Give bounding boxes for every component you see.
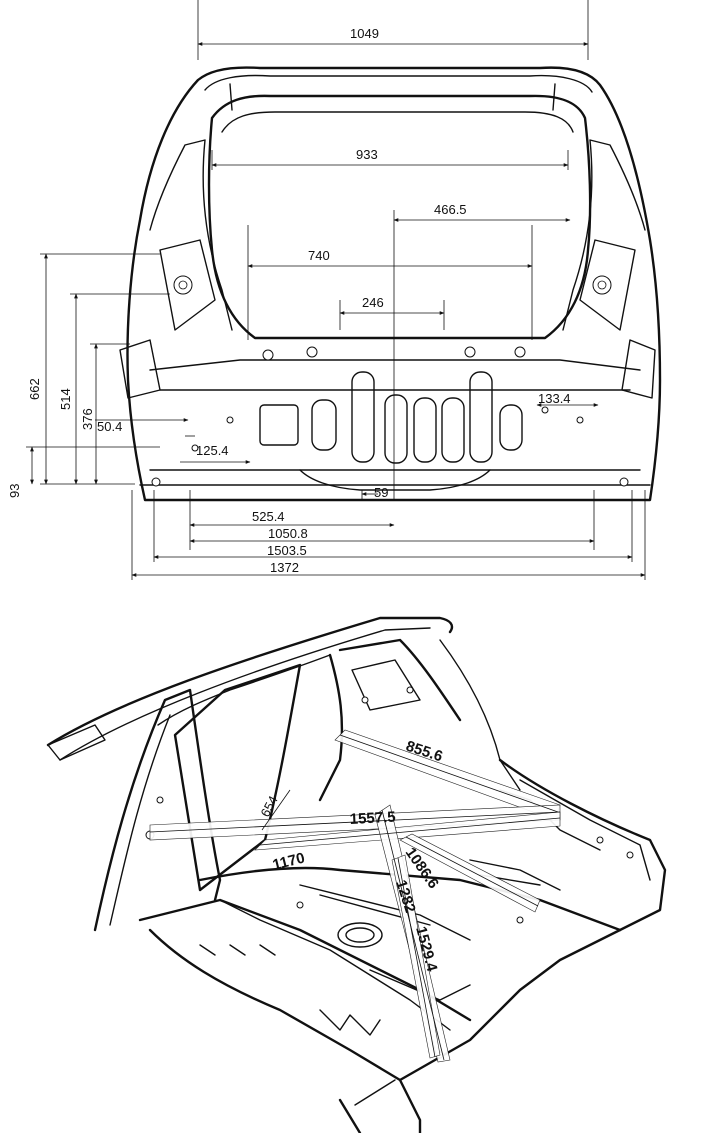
dim-246: 246 bbox=[362, 295, 384, 310]
rear-view-drawing bbox=[26, 0, 662, 580]
dim-1557-5: 1557.5 bbox=[349, 809, 396, 828]
isometric-view-drawing bbox=[46, 616, 667, 1133]
panel-holes bbox=[151, 346, 629, 487]
dim-1170: 1170 bbox=[271, 850, 307, 874]
dim-1503-5: 1503.5 bbox=[267, 543, 307, 558]
dim-50-4: 50.4 bbox=[97, 419, 122, 434]
dim-1050-8: 1050.8 bbox=[268, 526, 308, 541]
dim-466-5: 466.5 bbox=[434, 202, 467, 217]
dim-133-4: 133.4 bbox=[538, 391, 571, 406]
dim-514: 514 bbox=[58, 388, 73, 410]
dim-525-4: 525.4 bbox=[252, 509, 285, 524]
dim-93: 93 bbox=[7, 484, 22, 498]
dim-933: 933 bbox=[356, 147, 378, 162]
dim-59: 59 bbox=[374, 485, 388, 500]
dim-740: 740 bbox=[308, 248, 330, 263]
dim-1049: 1049 bbox=[350, 26, 379, 41]
dim-654: 654 bbox=[257, 793, 280, 819]
dim-1372: 1372 bbox=[270, 560, 299, 575]
dim-662: 662 bbox=[27, 378, 42, 400]
dim-376: 376 bbox=[80, 408, 95, 430]
slot-group bbox=[259, 371, 523, 464]
dim-125-4: 125.4 bbox=[196, 443, 229, 458]
